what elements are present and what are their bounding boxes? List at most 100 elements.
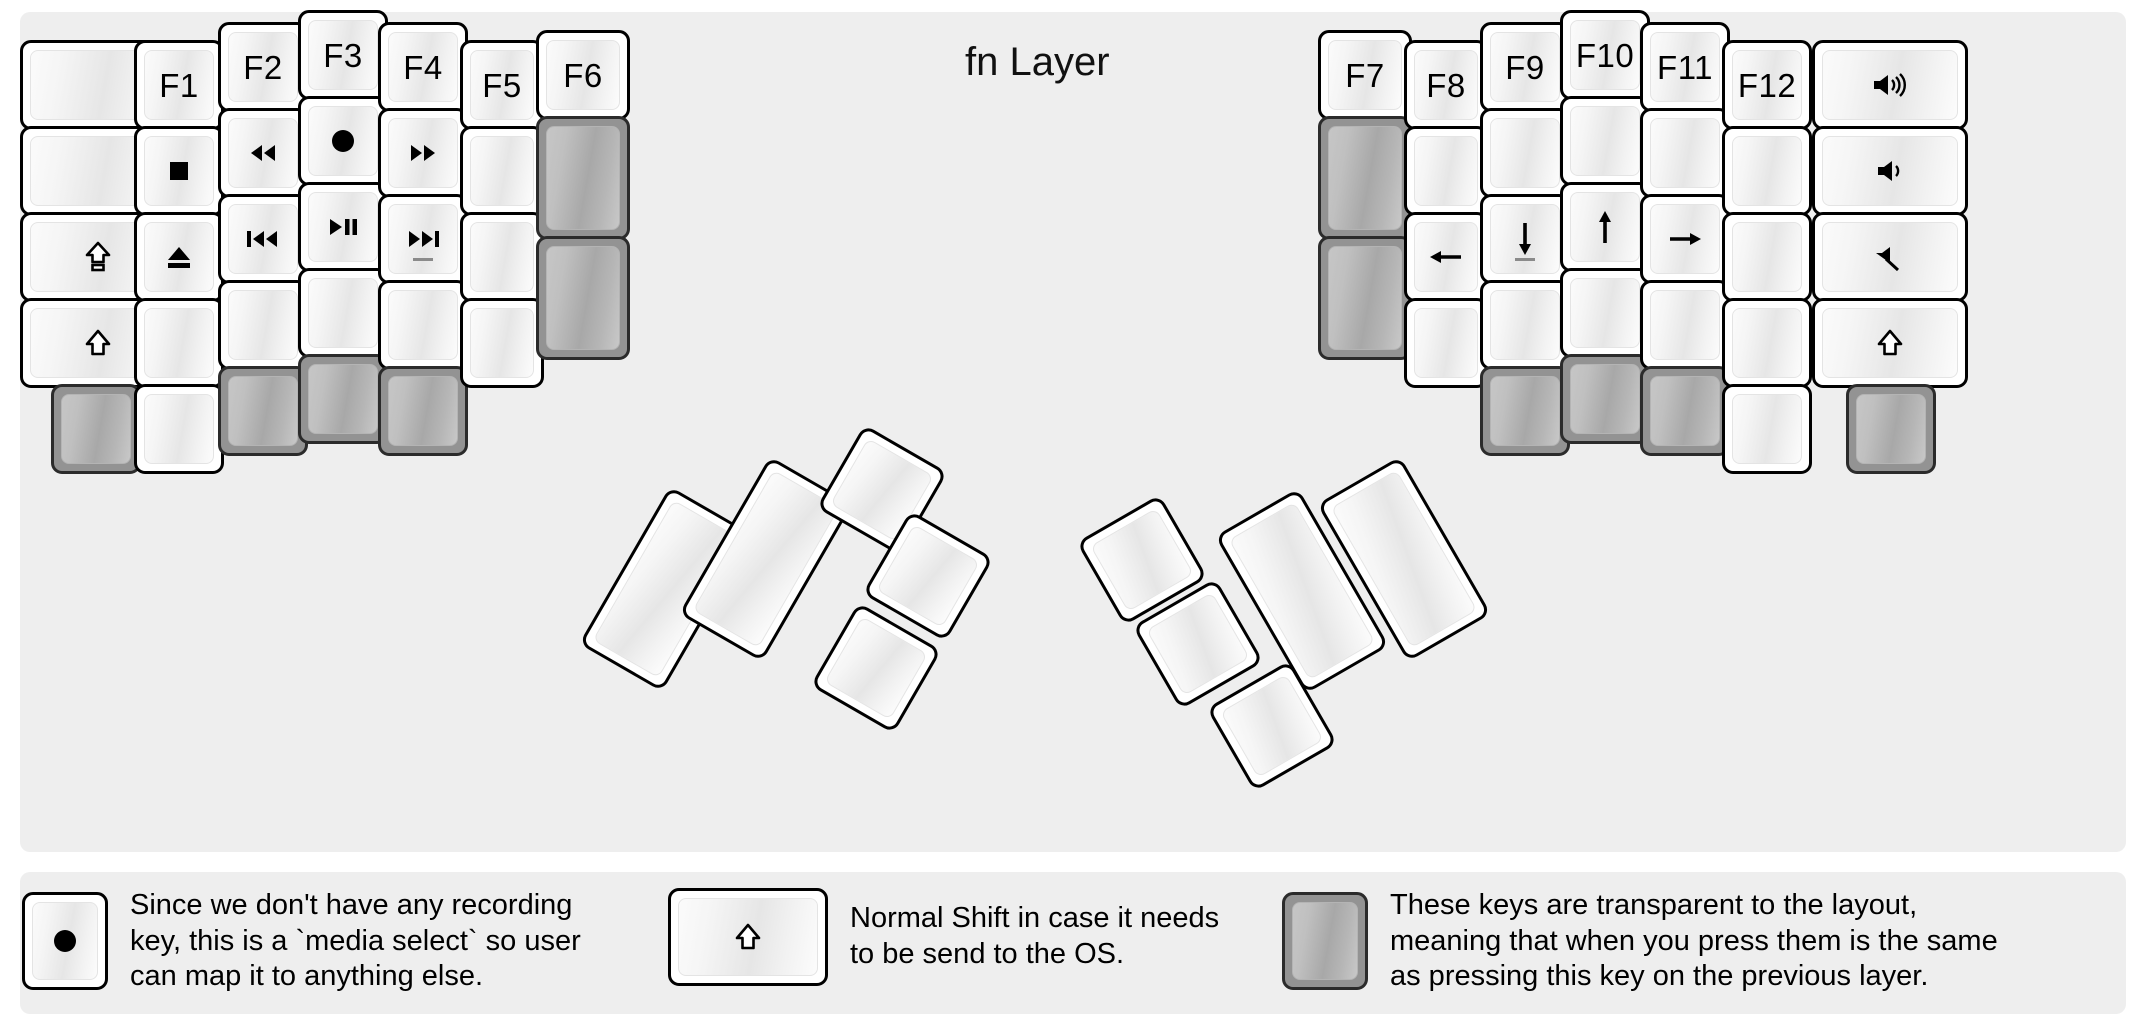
left-key-media-next-track[interactable] <box>378 194 468 284</box>
key-label: F11 <box>1657 48 1713 86</box>
right-key-index-r2[interactable] <box>1480 108 1570 198</box>
left-key-index-inner-r4[interactable] <box>460 298 544 388</box>
left-key-index-inner-r3[interactable] <box>460 212 544 302</box>
right-key-volume-down[interactable] <box>1812 126 1968 216</box>
right-key-volume-up[interactable] <box>1812 40 1968 130</box>
legend-item-transparent: These keys are transparent to the layout… <box>1282 888 1998 995</box>
key-label: F10 <box>1575 36 1635 74</box>
media-fast-forward-icon <box>406 142 440 164</box>
volume-mute-icon <box>1873 243 1907 271</box>
key-label: F6 <box>563 56 603 94</box>
right-key-f10[interactable]: F10 <box>1560 10 1650 100</box>
left-key-media-stop[interactable] <box>134 126 224 216</box>
key-label: F7 <box>1345 56 1385 94</box>
right-key-arrow-right[interactable] <box>1640 194 1730 284</box>
key-label: F2 <box>243 48 283 86</box>
left-key-middle-r4[interactable] <box>298 268 388 358</box>
right-key-arrow-down[interactable] <box>1480 194 1570 284</box>
right-key-index-inner-r2[interactable] <box>1404 126 1488 216</box>
volume-down-icon <box>1874 157 1906 185</box>
left-key-index-inner-r2[interactable] <box>460 126 544 216</box>
right-key-middle-transparent[interactable] <box>1560 354 1650 444</box>
page-title: fn Layer <box>965 40 1110 84</box>
left-key-media-fast-forward[interactable] <box>378 108 468 198</box>
left-key-f1[interactable]: F1 <box>134 40 224 130</box>
left-key-f3[interactable]: F3 <box>298 10 388 100</box>
key-label: F4 <box>403 48 443 86</box>
left-key-media-play-pause[interactable] <box>298 182 388 272</box>
left-key-outer-bottom-transparent[interactable] <box>51 384 141 474</box>
right-key-volume-mute[interactable] <box>1812 212 1968 302</box>
right-key-index-transparent[interactable] <box>1480 366 1570 456</box>
right-key-f9[interactable]: F9 <box>1480 22 1570 112</box>
right-key-middle-r4[interactable] <box>1560 268 1650 358</box>
left-key-f2[interactable]: F2 <box>218 22 308 112</box>
legend-key-shift <box>668 888 828 986</box>
media-play-pause-icon <box>326 216 360 238</box>
left-key-index-r4[interactable] <box>378 280 468 370</box>
left-key-f5[interactable]: F5 <box>460 40 544 130</box>
right-key-inner-transparent-2[interactable] <box>1318 236 1412 360</box>
right-key-shift[interactable] <box>1812 298 1968 388</box>
legend-key-record <box>22 892 108 991</box>
key-underline <box>413 258 433 261</box>
right-key-arrow-left[interactable] <box>1404 212 1488 302</box>
right-key-f7[interactable]: F7 <box>1318 30 1412 120</box>
left-key-index-transparent[interactable] <box>378 366 468 456</box>
right-key-f8[interactable]: F8 <box>1404 40 1488 130</box>
key-label: F1 <box>159 66 199 104</box>
right-key-middle-r2[interactable] <box>1560 96 1650 186</box>
key-label: F3 <box>323 36 363 74</box>
media-prev-track-icon <box>244 228 282 250</box>
arrow-down-icon <box>1514 220 1536 258</box>
right-key-pinky-r5[interactable] <box>1722 384 1812 474</box>
right-key-arrow-up[interactable] <box>1560 182 1650 272</box>
left-key-media-prev-track[interactable] <box>218 194 308 284</box>
right-key-outer-bottom-transparent[interactable] <box>1846 384 1936 474</box>
right-key-f12[interactable]: F12 <box>1722 40 1812 130</box>
legend-bar <box>20 872 2126 1014</box>
media-stop-icon <box>168 160 190 182</box>
legend-text-record: Since we don't have any recording key, t… <box>130 889 581 993</box>
left-key-pinky-r4[interactable] <box>134 298 224 388</box>
legend-key-transparent <box>1282 892 1368 991</box>
key-label: F8 <box>1426 66 1466 104</box>
key-label: F9 <box>1505 48 1545 86</box>
left-key-media-record[interactable] <box>298 96 388 186</box>
right-key-inner-transparent-1[interactable] <box>1318 116 1412 240</box>
volume-up-icon <box>1870 71 1910 99</box>
shift-arrow-icon <box>735 923 761 951</box>
media-rewind-icon <box>246 142 280 164</box>
left-key-ring-transparent[interactable] <box>218 366 308 456</box>
key-label: F12 <box>1737 66 1797 104</box>
right-key-index-r4[interactable] <box>1480 280 1570 370</box>
right-key-ring-r4[interactable] <box>1640 280 1730 370</box>
right-key-f11[interactable]: F11 <box>1640 22 1730 112</box>
media-record-icon <box>330 128 356 154</box>
left-key-ring-r4[interactable] <box>218 280 308 370</box>
left-key-inner-transparent-2[interactable] <box>536 236 630 360</box>
left-key-f6[interactable]: F6 <box>536 30 630 120</box>
media-next-track-icon <box>404 228 442 250</box>
legend-text-shift: Normal Shift in case it needs to be send… <box>850 902 1220 970</box>
right-key-ring-r2[interactable] <box>1640 108 1730 198</box>
key-label: F5 <box>482 66 522 104</box>
left-key-inner-transparent-1[interactable] <box>536 116 630 240</box>
right-key-pinky-r2[interactable] <box>1722 126 1812 216</box>
left-key-pinky-r5[interactable] <box>134 384 224 474</box>
key-underline <box>1515 258 1535 261</box>
arrow-up-icon <box>1594 208 1616 246</box>
shift-arrow-icon <box>1877 329 1903 357</box>
left-key-f4[interactable]: F4 <box>378 22 468 112</box>
left-key-media-eject[interactable] <box>134 212 224 302</box>
right-key-pinky-r3[interactable] <box>1722 212 1812 302</box>
record-circle-icon <box>52 928 78 954</box>
right-key-pinky-r4[interactable] <box>1722 298 1812 388</box>
legend-item-record: Since we don't have any recording key, t… <box>22 888 581 995</box>
left-key-media-rewind[interactable] <box>218 108 308 198</box>
legend-item-shift: Normal Shift in case it needs to be send… <box>668 888 1219 986</box>
media-eject-icon <box>166 244 192 270</box>
right-key-ring-transparent[interactable] <box>1640 366 1730 456</box>
left-key-middle-transparent[interactable] <box>298 354 388 444</box>
right-key-index-inner-r4[interactable] <box>1404 298 1488 388</box>
